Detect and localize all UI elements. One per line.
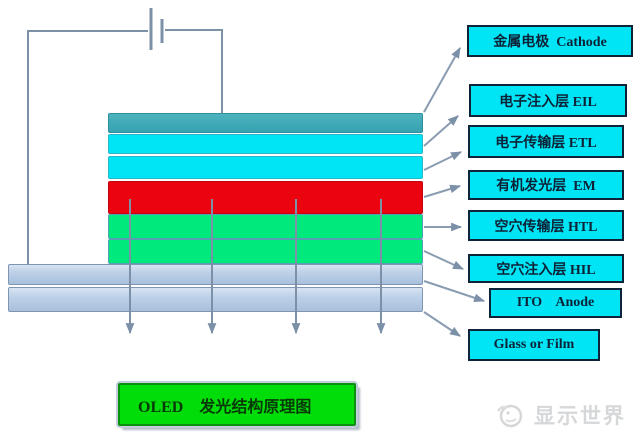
label-cathode: 金属电极 Cathode [467, 25, 633, 57]
em-layer [108, 181, 423, 214]
glass-substrate-bar [8, 287, 423, 312]
label-cathode-text: 金属电极 Cathode [493, 35, 607, 50]
ito-anode-bar [8, 264, 423, 285]
label-etl: 电子传输层 ETL [468, 125, 624, 158]
htl-layer [108, 214, 423, 239]
label-ito-anode: ITO Anode [489, 288, 622, 318]
label-htl-text: 空穴传输层 HTL [494, 219, 598, 235]
label-eil-text: 电子注入层 EIL [499, 94, 597, 110]
cathode-wire [165, 29, 223, 113]
label-etl-text: 电子传输层 ETL [495, 135, 597, 151]
watermark-logo-icon [496, 404, 523, 428]
label-hil: 空穴注入层 HIL [468, 254, 624, 283]
label-glass-or-film-text: Glass or Film [493, 337, 575, 352]
label-em: 有机发光层 EM [468, 170, 624, 200]
label-ito-anode-text: ITO Anode [516, 295, 595, 310]
label-hil-text: 空穴注入层 HIL [496, 262, 596, 278]
hil-layer [108, 239, 423, 264]
watermark-text: 显示世界 [534, 404, 626, 428]
label-htl: 空穴传输层 HTL [468, 210, 624, 241]
label-eil: 电子注入层 EIL [469, 84, 627, 117]
cathode-layer [108, 113, 423, 133]
diagram-title-box: OLED 发光结构原理图 [118, 383, 356, 426]
label-glass-or-film: Glass or Film [468, 329, 600, 361]
watermark: 显示世界 [494, 400, 626, 430]
diagram-title-text: OLED 发光结构原理图 [138, 398, 312, 416]
battery-icon [149, 8, 164, 50]
etl-layer [108, 156, 423, 179]
label-em-text: 有机发光层 EM [496, 179, 596, 194]
eil-layer [108, 134, 423, 154]
